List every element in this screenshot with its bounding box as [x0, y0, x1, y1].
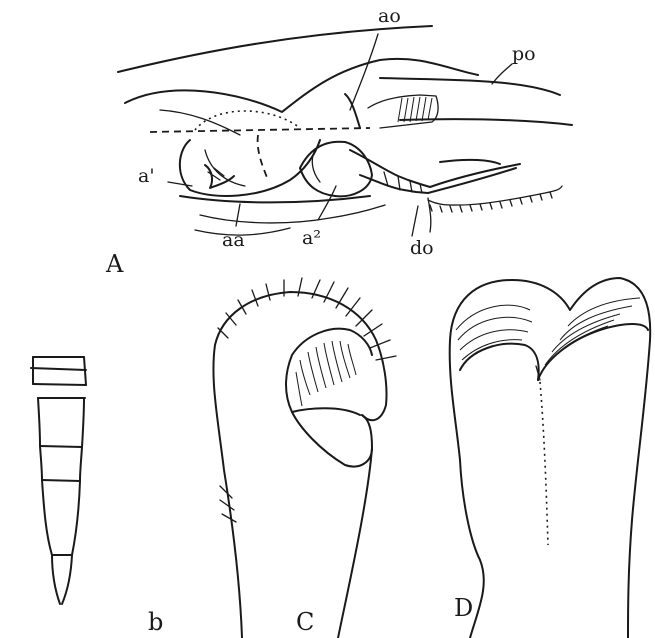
label-do: do	[410, 237, 434, 259]
panel-c-letter: C	[296, 608, 314, 636]
panel-b-drawing	[31, 357, 86, 604]
panel-c-drawing	[213, 278, 396, 638]
label-a-prime: a'	[138, 165, 155, 187]
panel-d-letter: D	[454, 594, 473, 622]
label-aa: aa	[222, 229, 245, 251]
panel-a-drawing	[118, 26, 572, 236]
label-a2: a²	[302, 227, 321, 249]
label-po: po	[512, 43, 536, 65]
panel-b-letter: b	[148, 608, 163, 636]
panel-d-drawing	[450, 278, 651, 638]
panel-a-letter: A	[105, 250, 124, 278]
label-ao: ao	[378, 5, 401, 27]
